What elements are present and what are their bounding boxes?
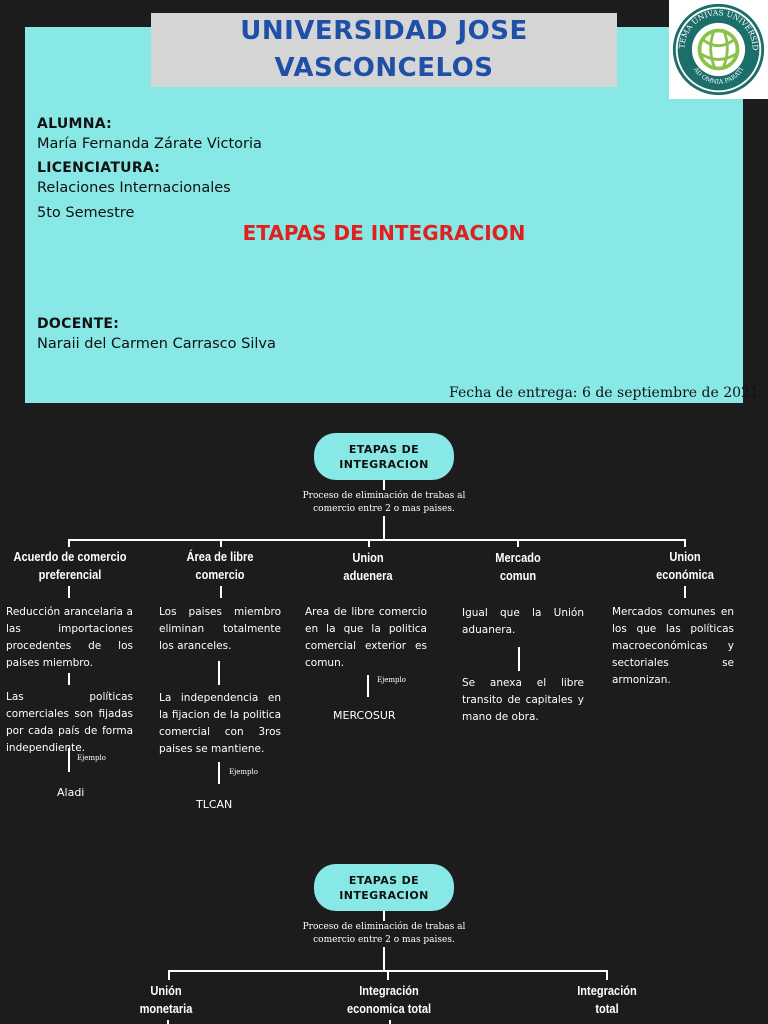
branch-title-integracion-economica: Integración economica total (346, 983, 432, 1016)
branch-title-area-libre: Área de libre comercio (186, 549, 254, 582)
branch-desc: Reducción arancelaria a las importacione… (6, 606, 133, 669)
connector-line (68, 673, 70, 685)
connector-line (383, 947, 385, 971)
connector-line (68, 586, 70, 598)
title-box (151, 13, 617, 87)
ejemplo-label: Ejemplo (377, 676, 406, 684)
connector-line (383, 516, 385, 540)
fecha-entrega: Fecha de entrega: 6 de septiembre de 202… (449, 385, 759, 401)
university-logo: SISTEMA UNIVAS UNIVERSIDAD AD OMNIA PARA… (671, 2, 765, 96)
ejemplo-label: Ejemplo (229, 768, 258, 776)
connector-line (518, 647, 520, 671)
connector-line (220, 539, 222, 547)
connector-line (368, 539, 370, 547)
connector-line (367, 675, 369, 697)
diagram2-root-node: ETAPAS DE INTEGRACION (314, 864, 454, 911)
docente-value: Naraii del Carmen Carrasco Silva (37, 336, 276, 352)
connector-line (167, 1020, 169, 1024)
branch-desc: Los paises miembro eliminan totalmente l… (159, 606, 281, 652)
connector-line (383, 911, 385, 921)
cover-panel (25, 27, 743, 403)
branch-desc: Area de libre comercio en la que la poli… (305, 606, 427, 669)
university-title: UNIVERSIDAD JOSE VASCONCELOS (240, 16, 528, 83)
branch-title-union-monetaria: Unión monetaria (139, 983, 193, 1016)
example-aladi: Aladi (57, 786, 85, 799)
connector-line (168, 970, 170, 980)
branch-desc: La independencia en la fijacion de la po… (159, 692, 281, 755)
connector-line (68, 748, 70, 772)
connector-line (383, 480, 385, 490)
connector-line (684, 586, 686, 598)
diagram2-definition: Proceso de eliminación de trabas al come… (302, 922, 466, 945)
connector-line (389, 1020, 391, 1024)
diagram1-root-node: ETAPAS DE INTEGRACION (314, 433, 454, 480)
connector-line (68, 539, 686, 541)
branch-desc: Mercados comunes en los que las política… (612, 606, 734, 686)
branch-title-acuerdo: Acuerdo de comercio preferencial (13, 549, 127, 582)
connector-line (220, 586, 222, 598)
connector-line (606, 970, 608, 980)
licenciatura-value: Relaciones Internacionales (37, 180, 231, 196)
docente-label: DOCENTE: (37, 316, 120, 332)
globe-icon (697, 28, 740, 71)
branch-title-union-economica: Union económica (656, 549, 714, 582)
branch-title-union-aduanera: Union aduenera (343, 550, 393, 583)
diagram1-definition: Proceso de eliminación de trabas al come… (302, 491, 466, 514)
example-mercosur: MERCOSUR (333, 709, 396, 722)
branch-desc: Igual que la Unión aduanera. (462, 607, 584, 636)
ejemplo-label: Ejemplo (77, 754, 106, 762)
branch-desc: Se anexa el libre transito de capitales … (462, 677, 584, 723)
connector-line (218, 661, 220, 685)
example-tlcan: TLCAN (196, 798, 233, 811)
licenciatura-label: LICENCIATURA: (37, 160, 161, 176)
connector-line (684, 539, 686, 547)
branch-title-mercado-comun: Mercado comun (495, 550, 541, 583)
semestre-value: 5to Semestre (37, 205, 135, 221)
connector-line (68, 539, 70, 547)
connector-line (517, 539, 519, 547)
document-title: ETAPAS DE INTEGRACION (242, 221, 526, 245)
alumna-value: María Fernanda Zárate Victoria (37, 136, 262, 152)
alumna-label: ALUMNA: (37, 116, 113, 132)
connector-line (387, 970, 389, 980)
branch-desc: Las políticas comerciales son fijadas po… (6, 691, 133, 754)
connector-line (218, 762, 220, 784)
branch-title-integracion-total: Integración total (577, 983, 637, 1016)
